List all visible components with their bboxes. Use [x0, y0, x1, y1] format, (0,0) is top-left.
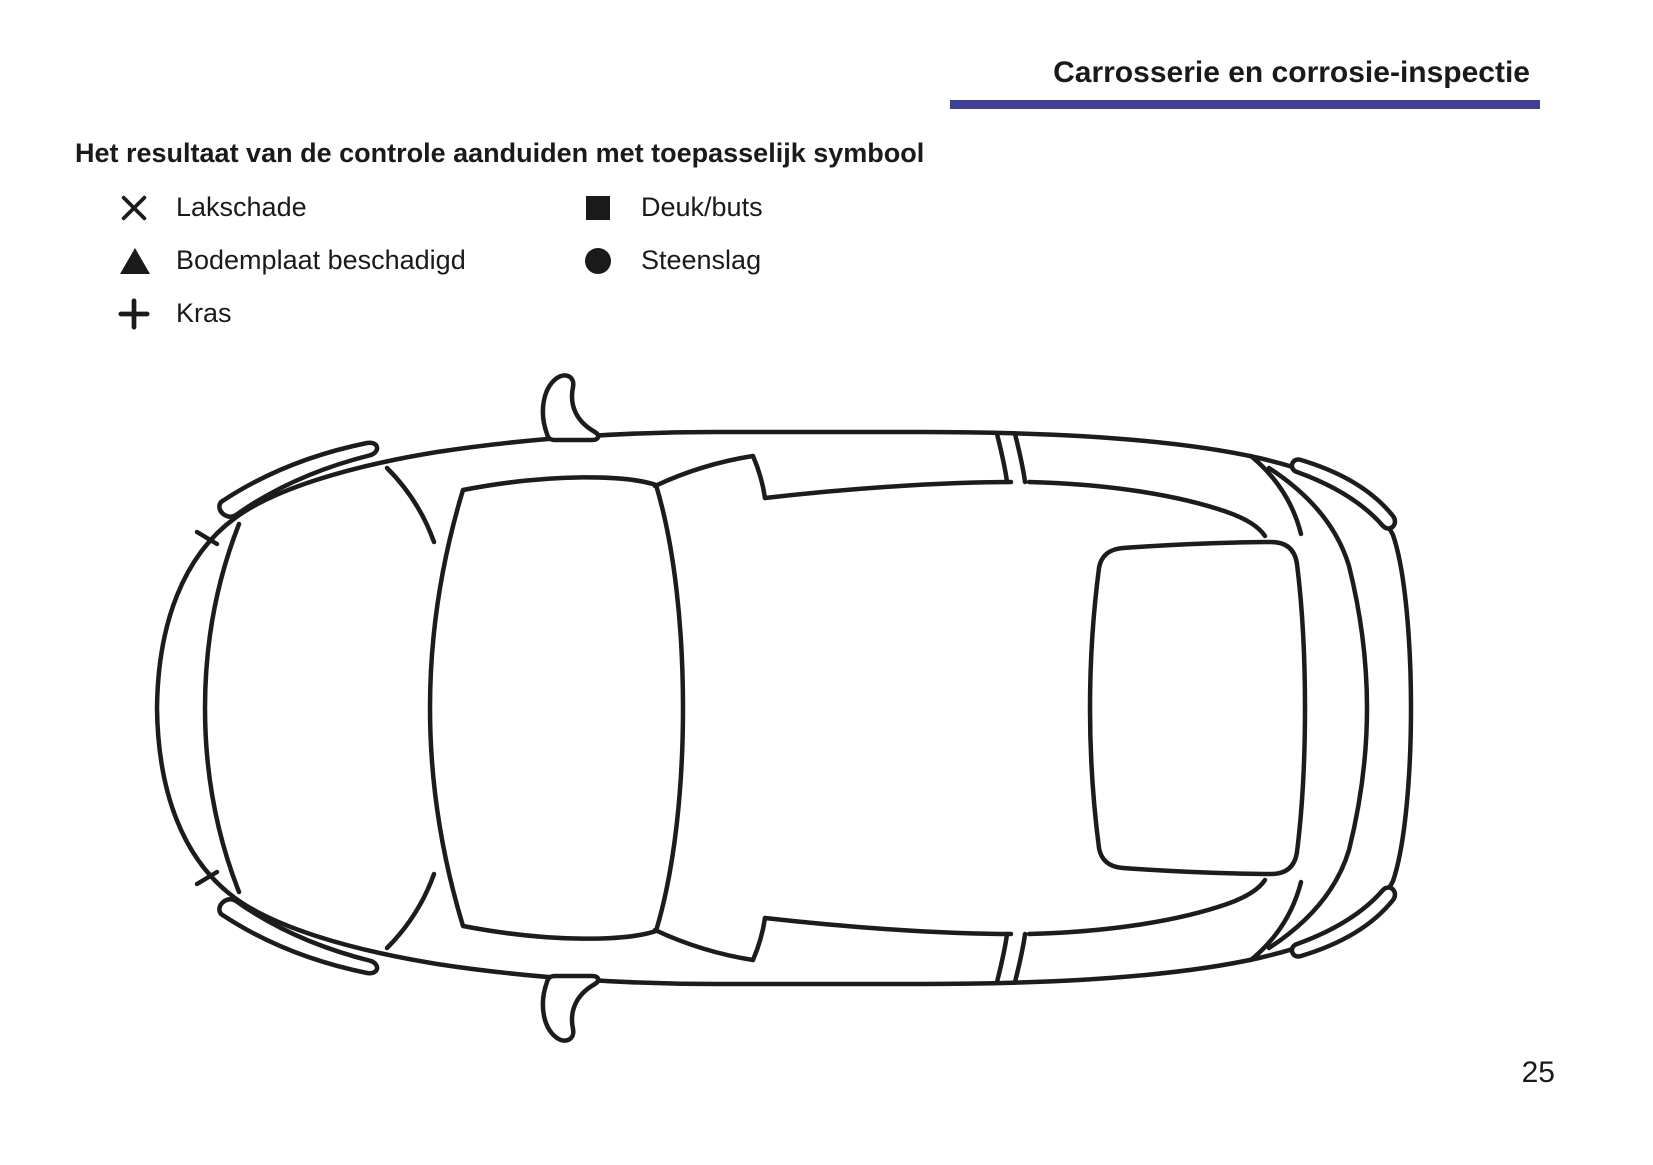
trunk-line [1266, 465, 1370, 951]
taillight-top [1289, 457, 1398, 531]
hood-line-bottom [384, 871, 437, 951]
legend-label: Kras [176, 298, 232, 328]
legend-item-lakschade: Lakschade [118, 181, 466, 234]
front-corner-tick-top [194, 529, 220, 547]
c-pillar-top [1248, 453, 1304, 537]
b-pillar-bottom [994, 931, 1028, 985]
car-top-view-diagram [147, 372, 1427, 1044]
legend-label: Lakschade [176, 192, 307, 222]
hood-line-top [384, 465, 437, 545]
plus-icon [118, 297, 160, 330]
headlight-left-bottom [217, 897, 380, 976]
c-pillar-bottom [1248, 879, 1304, 963]
front-bumper-line [202, 521, 242, 895]
a-pillar-bottom [652, 915, 768, 963]
headlight-left-top [217, 440, 380, 519]
x-mark-icon [118, 192, 160, 224]
legend-item-deuk: Deuk/buts [583, 181, 763, 234]
rear-window [1087, 539, 1308, 877]
taillight-bottom [1289, 885, 1398, 959]
triangle-icon [118, 246, 160, 276]
legend-column-right: Deuk/buts Steenslag [583, 181, 763, 287]
legend-column-left: Lakschade Bodemplaat beschadigd Kras [118, 181, 466, 340]
front-corner-tick-bottom [194, 869, 220, 887]
circle-icon [583, 246, 625, 276]
a-pillar-top [652, 453, 768, 501]
side-mirror-bottom-icon [540, 973, 601, 1043]
side-mirror-top-icon [540, 373, 601, 443]
square-icon [583, 193, 625, 223]
legend-label: Deuk/buts [641, 192, 763, 222]
legend-item-kras: Kras [118, 287, 466, 340]
windshield [427, 475, 686, 941]
legend-item-bodemplaat: Bodemplaat beschadigd [118, 234, 466, 287]
title-underline [950, 100, 1540, 109]
legend-label: Steenslag [641, 245, 762, 275]
legend-label: Bodemplaat beschadigd [176, 245, 466, 275]
legend-item-steenslag: Steenslag [583, 234, 763, 287]
b-pillar-top [994, 431, 1028, 485]
car-outline-drawing [154, 373, 1414, 1043]
page-number: 25 [1521, 1056, 1555, 1089]
instruction-heading: Het resultaat van de controle aanduiden … [75, 138, 925, 168]
roofline-top [762, 479, 1268, 539]
roofline-bottom [762, 877, 1268, 937]
page-title: Carrosserie en corrosie-inspectie [1053, 56, 1530, 89]
